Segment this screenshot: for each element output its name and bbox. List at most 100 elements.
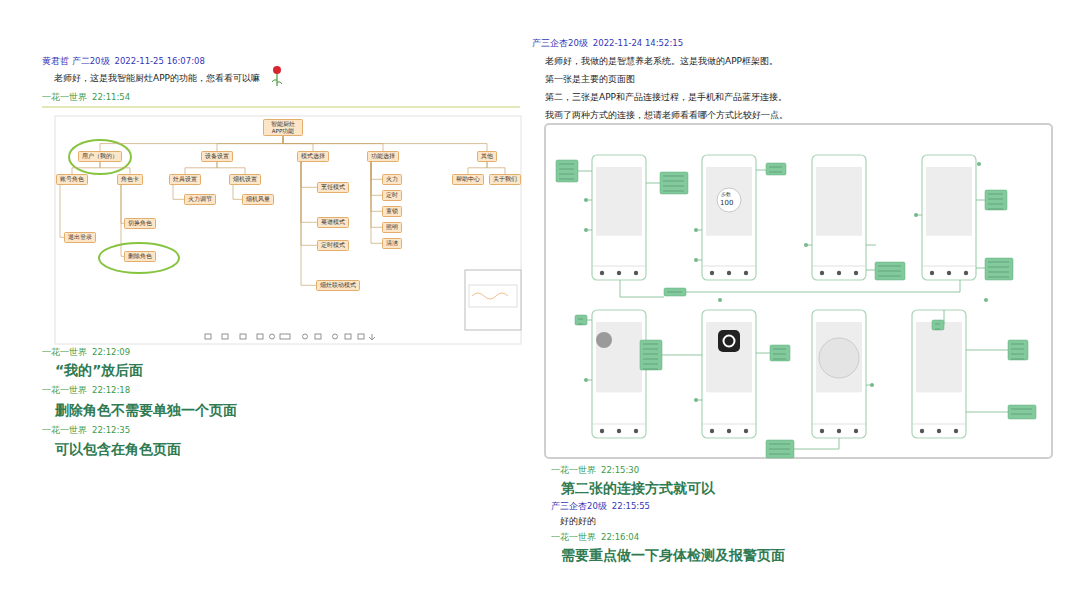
topic-box: 定时 (382, 190, 402, 201)
topic-box: 账号角色 (56, 174, 88, 185)
rose-emoji (272, 66, 282, 86)
chat-message: 第二，三张是APP和产品连接过程，是手机和产品蓝牙连接。 (545, 92, 787, 102)
topic-box: 烹饪模式 (317, 182, 349, 193)
screen-block (916, 322, 962, 392)
leader-dot (584, 198, 588, 202)
chat-message: 第一张是主要的页面图 (545, 74, 635, 84)
leader-line (756, 170, 766, 171)
callout-scribble (769, 172, 782, 173)
callout-scribble (643, 349, 658, 350)
callout-scribble (878, 276, 901, 277)
tree-connector (371, 162, 382, 228)
tree-connector (371, 162, 382, 244)
topic-text: 童锁 (386, 208, 398, 215)
tab-icon (954, 429, 958, 433)
tab-icon (930, 271, 934, 275)
wireframe-text: 100 (720, 199, 733, 207)
topic-text: 设备设置 (205, 153, 229, 160)
tree-connector (301, 162, 317, 223)
tab-icon (710, 429, 714, 433)
phone-outline (702, 310, 756, 438)
tree-connector (72, 162, 100, 174)
tree-connector (371, 162, 382, 180)
leader-line (646, 183, 660, 184)
callout-scribble (643, 364, 658, 365)
tab-icon (710, 271, 714, 275)
callout-scribble (578, 324, 583, 325)
tab-icon (837, 271, 841, 275)
topic-box: 退出登录 (64, 232, 96, 243)
callout-scribble (769, 449, 790, 450)
chat-sender: 一花一世界 (42, 348, 87, 358)
tab-bar (812, 424, 866, 425)
chat-sender: 一花一世界 (42, 426, 87, 436)
tab-icon (600, 271, 604, 275)
topic-box: 照明 (382, 222, 402, 233)
tab-icon (634, 429, 638, 433)
topic-box: 火力 (382, 174, 402, 185)
tab-icon (744, 271, 748, 275)
tree-connector (301, 162, 317, 246)
chat-message: 老师好，这是我智能厨灶APP的功能，您看看可以嘛 (54, 73, 260, 83)
chat-sender: 产三企杏20级 (551, 502, 607, 512)
topic-box: 切换角色 (124, 218, 156, 229)
phone-outline (592, 310, 646, 438)
chat-message: 我画了两种方式的连接，想请老师看看哪个方式比较好一点。 (545, 110, 788, 120)
screen-block (816, 167, 862, 236)
phone-outline (922, 155, 976, 280)
topic-box: 其他 (477, 151, 497, 162)
topic-box: 清洁 (382, 238, 402, 249)
leader-dot (584, 378, 588, 382)
chat-sender: 产三企杏20级 (532, 39, 588, 49)
callout-scribble (1011, 409, 1032, 410)
topic-box: 菜谱模式 (317, 217, 349, 228)
topic-text: 智能厨灶APP功能 (267, 121, 299, 134)
tree-connector (283, 136, 487, 151)
leader-line (620, 280, 664, 297)
leader-dot (914, 213, 918, 217)
leader-line (966, 412, 1008, 413)
topic-text: 定时 (386, 192, 398, 199)
topic-text: 菜谱模式 (321, 219, 345, 226)
callout-scribble (773, 349, 786, 350)
tab-icon (964, 271, 968, 275)
callout-scribble (769, 167, 782, 168)
topic-text: 账号角色 (60, 176, 84, 183)
callout-scribble (559, 169, 574, 170)
leader-line (866, 245, 876, 246)
callout-box (766, 163, 786, 175)
tree-connector (60, 185, 64, 238)
callout-box (770, 345, 790, 361)
callout-scribble (559, 174, 574, 175)
chat-sender: 一花一世界 (551, 466, 596, 476)
tree-connector (173, 185, 184, 200)
topic-text: 模式选择 (301, 153, 325, 160)
leader-line (966, 350, 1008, 351)
screen-block (706, 322, 752, 392)
topic-text: 角色卡 (121, 176, 139, 183)
leader-dot (694, 398, 698, 402)
topic-text: 删除角色 (128, 253, 152, 260)
tab-icon (727, 429, 731, 433)
chat-time: 22:15:55 (612, 502, 650, 512)
tree-connector (487, 162, 505, 174)
tree-connector (100, 162, 130, 174)
tree-connector (100, 136, 283, 151)
topic-text: 关于我们 (493, 176, 517, 183)
topic-box: 关于我们 (489, 174, 521, 185)
callout-scribble (988, 204, 1003, 205)
tab-icon (854, 429, 858, 433)
callout-scribble (1011, 344, 1024, 345)
topic-box: 功能选择 (367, 151, 399, 162)
leader-dot (984, 298, 988, 302)
wireframe-frame (545, 124, 1052, 458)
callout-scribble (773, 354, 786, 355)
teacher-comment: 可以包含在角色页面 (55, 441, 181, 457)
root-topic: 智能厨灶APP功能 (263, 119, 303, 136)
topic-text: 烹饪模式 (321, 184, 345, 191)
tree-connector (233, 185, 242, 200)
phone-outline (912, 310, 966, 438)
chat-time: 22:15:30 (601, 466, 639, 476)
chat-time: 22:12:09 (92, 348, 130, 358)
screen-block (816, 322, 862, 392)
